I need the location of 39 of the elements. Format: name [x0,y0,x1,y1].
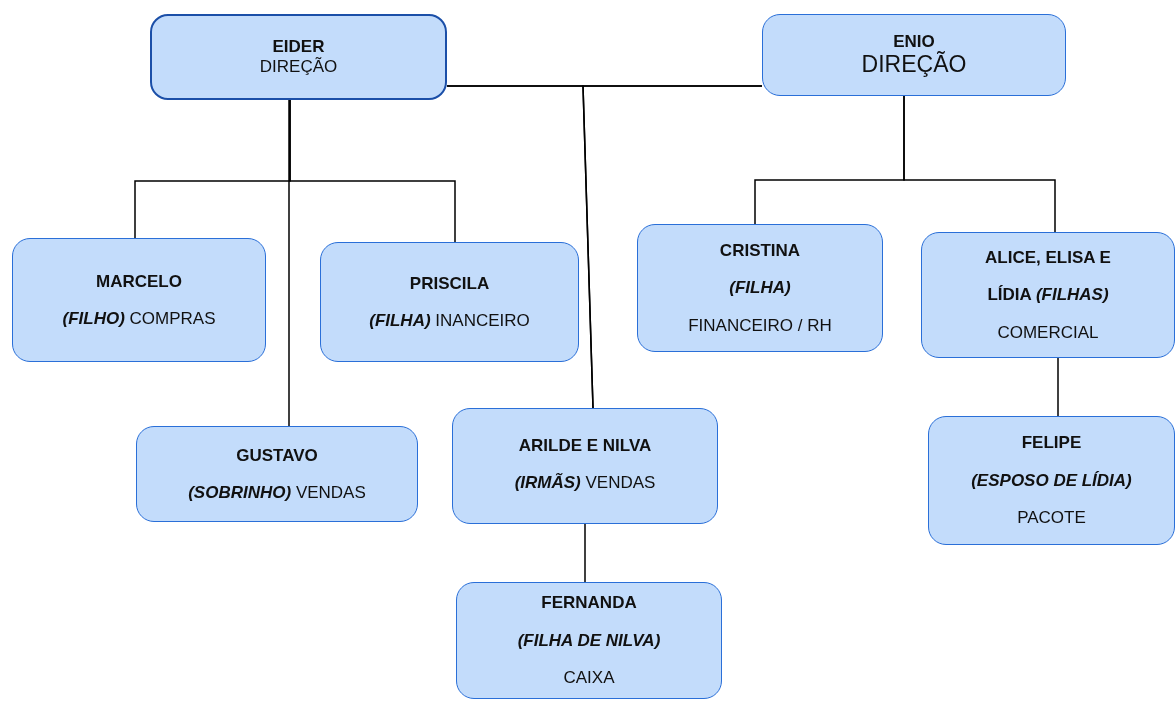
name-label: ARILDE E NILVA [518,435,652,457]
connector-line [584,523,586,583]
person-box [637,224,883,352]
person-box [762,14,1066,96]
role-label: (FILHA) INANCEIRO [369,310,530,332]
person-box [456,582,722,699]
connector-line [903,95,1056,233]
person-box [150,14,447,100]
role-label: PACOTE [1017,507,1086,530]
role-label: (FILHA) [729,277,791,300]
role-label: (FILHO) COMPRAS [62,308,216,330]
role-label: DIREÇÃO [259,57,338,77]
name-label: ALICE, ELISA E LÍDIA (FILHAS) [984,246,1112,307]
person-box [921,232,1175,358]
name-label: FERNANDA [541,592,637,615]
connector-line [288,99,290,427]
role-label: (ESPOSO DE LÍDIA) [971,469,1132,492]
connector-line [582,85,763,409]
person-box [928,416,1175,545]
person-box [452,408,718,524]
role-label: DIREÇÃO [861,51,967,77]
name-label: FELIPE [1021,432,1082,455]
role-label: COMERCIAL [997,321,1099,344]
person-box [320,242,579,362]
name-label: CRISTINA [719,239,801,262]
role-label: (IRMÃS) VENDAS [514,472,656,495]
name-label: PRISCILA [409,272,490,295]
person-box [12,238,266,362]
name-label: GUSTAVO [236,444,318,467]
role-label: CAIXA [563,667,615,690]
person-box [136,426,418,522]
role-label: (FILHA DE NILVA) [517,629,661,652]
name-label: MARCELO [96,270,182,293]
role-label: (SOBRINHO) VENDAS [188,482,366,504]
role-label: FINANCEIRO / RH [688,314,832,337]
connector-line [289,99,456,243]
name-label: EIDER [272,37,325,57]
name-label: ENIO [893,33,935,51]
connector-line [1057,357,1059,417]
